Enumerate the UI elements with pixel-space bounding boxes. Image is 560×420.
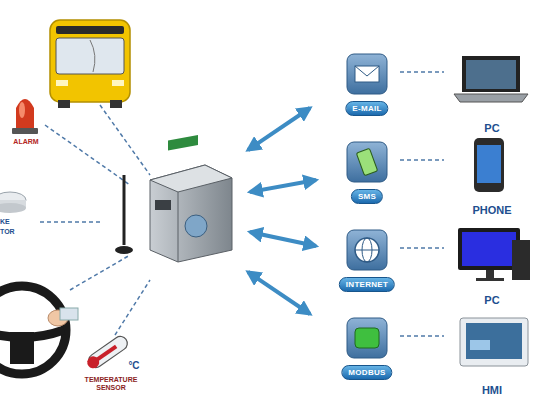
gateway-device bbox=[115, 135, 232, 262]
service-label: E-MAIL bbox=[345, 101, 388, 116]
service-node: SMS bbox=[336, 140, 398, 204]
device-label: PC bbox=[446, 294, 538, 306]
service-label: SMS bbox=[351, 189, 383, 204]
device-node: PC bbox=[446, 54, 538, 134]
dashed-connector bbox=[400, 335, 444, 337]
smoke-label: TOR bbox=[0, 228, 20, 236]
dashed-connector bbox=[400, 159, 444, 161]
service-tile bbox=[347, 54, 387, 358]
device-node: PHONE bbox=[446, 136, 538, 216]
device-node: HMI bbox=[446, 316, 538, 396]
dashed-connector bbox=[400, 71, 444, 73]
service-label: MODBUS bbox=[341, 365, 392, 380]
device-node: PC bbox=[446, 226, 538, 306]
temperature-sensor-icon bbox=[84, 334, 130, 372]
device-label: PC bbox=[446, 122, 538, 134]
service-label: INTERNET bbox=[339, 277, 395, 292]
alarm-label: ALARM bbox=[6, 138, 46, 146]
smoke-label: KE bbox=[0, 218, 14, 226]
dashed-connector bbox=[400, 247, 444, 249]
alarm-icon bbox=[12, 99, 38, 134]
service-node: MODBUS bbox=[336, 316, 398, 380]
bus-icon bbox=[50, 20, 130, 108]
smoke-detector-icon bbox=[0, 192, 26, 213]
steering-wheel-icon bbox=[0, 286, 78, 374]
device-label: HMI bbox=[446, 384, 538, 396]
double-arrow bbox=[248, 108, 316, 314]
unit-label: °C bbox=[124, 360, 144, 372]
service-node: E-MAIL bbox=[336, 52, 398, 116]
sensor-label: TEMPERATURE SENSOR bbox=[78, 376, 144, 393]
device-label: PHONE bbox=[446, 204, 538, 216]
service-node: INTERNET bbox=[336, 228, 398, 292]
